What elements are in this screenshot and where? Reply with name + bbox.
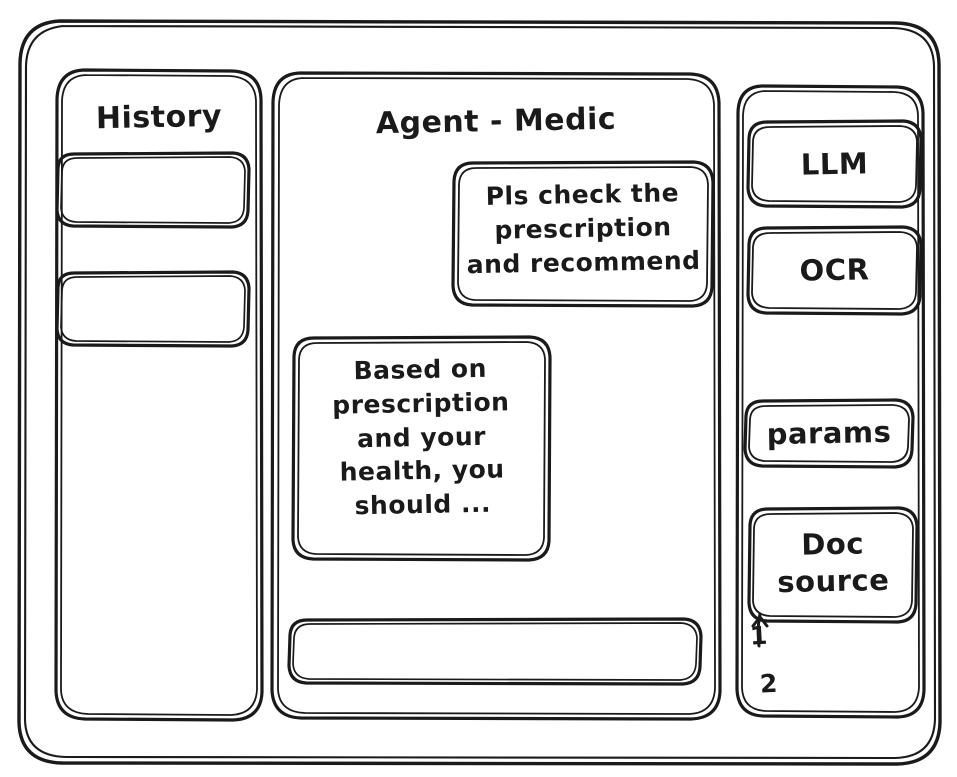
message-user-text: Pls check the prescription and recommend	[466, 178, 701, 279]
message-bubble-user: Pls check the prescription and recommend	[453, 162, 713, 306]
history-title: History	[95, 98, 223, 137]
history-item-2[interactable]	[57, 272, 249, 346]
doc-list-item-2[interactable]: 2	[759, 668, 779, 699]
chip-ocr[interactable]: OCR	[748, 227, 921, 314]
chip-llm-label: LLM	[800, 146, 869, 182]
composer-input[interactable]	[289, 619, 701, 684]
chip-ocr-label: OCR	[799, 252, 870, 288]
message-assistant-text: Based on prescription and your health, y…	[331, 353, 510, 521]
composer-input-value	[305, 635, 685, 642]
chip-doc-source[interactable]: Doc source	[749, 508, 917, 622]
chip-params-label: params	[766, 414, 892, 452]
chip-llm[interactable]: LLM	[748, 121, 921, 207]
history-item-1[interactable]	[57, 153, 249, 227]
history-item-1-label	[57, 177, 249, 181]
chip-doc-source-label: Doc source	[777, 526, 890, 600]
chip-params[interactable]: params	[745, 400, 913, 467]
history-item-2-label	[57, 296, 249, 300]
doc-list-item-1[interactable]: 1	[749, 620, 769, 651]
message-bubble-assistant: Based on prescription and your health, y…	[293, 337, 550, 560]
